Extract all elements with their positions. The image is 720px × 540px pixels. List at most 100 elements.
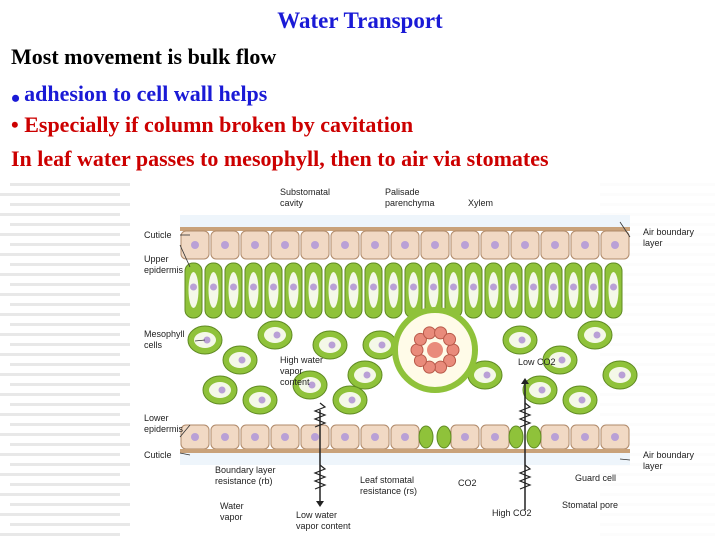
label-palisade-2: parenchyma	[385, 198, 435, 208]
nucleus	[551, 241, 559, 249]
nucleus	[221, 433, 229, 441]
nucleus	[350, 284, 357, 291]
nucleus	[559, 357, 566, 364]
nucleus	[274, 332, 281, 339]
label-high-water-1: High water	[280, 355, 323, 365]
label-upper-epidermis-2: epidermis	[144, 265, 184, 275]
point-cavitation: • Especially if column broken by cavitat…	[11, 112, 413, 138]
nucleus	[230, 284, 237, 291]
nucleus	[341, 241, 349, 249]
nucleus	[510, 284, 517, 291]
nucleus	[311, 241, 319, 249]
nucleus	[594, 332, 601, 339]
label-air-boundary-top-1: Air boundary	[643, 227, 695, 237]
guard-cell	[437, 426, 451, 448]
air-boundary-top	[180, 215, 630, 227]
nucleus	[371, 433, 379, 441]
label-mesophyll-2: cells	[144, 340, 163, 350]
label-cuticle-bottom: Cuticle	[144, 450, 172, 460]
nucleus	[290, 284, 297, 291]
label-upper-epidermis-1: Upper	[144, 254, 169, 264]
label-leaf-stomatal-1: Leaf stomatal	[360, 475, 414, 485]
label-mesophyll-1: Mesophyll	[144, 329, 185, 339]
point-adhesion-text: adhesion to cell wall helps	[24, 81, 267, 106]
label-co2: CO2	[458, 478, 477, 488]
leaf-cross-section-figure: Substomatal cavity Palisade parenchyma X…	[130, 175, 715, 540]
label-air-boundary-top-2: layer	[643, 238, 663, 248]
label-substomatal-2: cavity	[280, 198, 304, 208]
cuticle-top	[180, 227, 630, 231]
nucleus	[461, 433, 469, 441]
nucleus	[490, 284, 497, 291]
nucleus	[190, 284, 197, 291]
nucleus	[310, 284, 317, 291]
nucleus	[579, 397, 586, 404]
nucleus	[330, 284, 337, 291]
nucleus	[349, 397, 356, 404]
nucleus	[364, 372, 371, 379]
label-lower-epidermis-2: epidermis	[144, 424, 184, 434]
nucleus	[550, 284, 557, 291]
nucleus	[270, 284, 277, 291]
nucleus	[539, 387, 546, 394]
label-guard-cell: Guard cell	[575, 473, 616, 483]
nucleus	[239, 357, 246, 364]
nucleus	[370, 284, 377, 291]
nucleus	[491, 241, 499, 249]
nucleus	[611, 241, 619, 249]
nucleus	[551, 433, 559, 441]
nucleus	[491, 433, 499, 441]
nucleus	[191, 241, 199, 249]
xylem-vessel	[444, 333, 456, 345]
nucleus	[470, 284, 477, 291]
point-adhesion: •adhesion to cell wall helps	[11, 78, 267, 108]
nucleus	[570, 284, 577, 291]
nucleus	[590, 284, 597, 291]
guard-cell	[419, 426, 433, 448]
nucleus	[610, 284, 617, 291]
nucleus	[259, 397, 266, 404]
nucleus	[371, 241, 379, 249]
nucleus	[210, 284, 217, 291]
nucleus	[191, 433, 199, 441]
label-high-water-2: vapor	[280, 366, 303, 376]
label-high-water-3: content	[280, 377, 310, 387]
guard-cell	[527, 426, 541, 448]
label-boundary-resistance-1: Boundary layer	[215, 465, 276, 475]
nucleus	[379, 342, 386, 349]
label-high-co2: High CO2	[492, 508, 532, 518]
nucleus	[431, 241, 439, 249]
label-low-water-2: vapor content	[296, 521, 351, 531]
label-lower-epidermis-1: Lower	[144, 413, 169, 423]
label-cuticle-top: Cuticle	[144, 230, 172, 240]
nucleus	[219, 387, 226, 394]
nucleus	[581, 241, 589, 249]
label-air-boundary-bottom-1: Air boundary	[643, 450, 695, 460]
nucleus	[581, 433, 589, 441]
nucleus	[329, 342, 336, 349]
label-stomatal-pore: Stomatal pore	[562, 500, 618, 510]
nucleus	[251, 241, 259, 249]
label-boundary-resistance-2: resistance (rb)	[215, 476, 273, 486]
nucleus	[619, 372, 626, 379]
air-boundary-bottom	[180, 453, 630, 465]
nucleus	[251, 433, 259, 441]
point-bulk-flow: Most movement is bulk flow	[11, 44, 276, 70]
xylem-vessel	[435, 361, 447, 373]
nucleus	[390, 284, 397, 291]
nucleus	[450, 284, 457, 291]
nucleus	[410, 284, 417, 291]
nucleus	[611, 433, 619, 441]
cuticle-bottom	[180, 449, 630, 453]
nucleus	[519, 337, 526, 344]
nucleus	[221, 241, 229, 249]
nucleus	[430, 284, 437, 291]
label-leaf-stomatal-2: resistance (rs)	[360, 486, 417, 496]
label-air-boundary-bottom-2: layer	[643, 461, 663, 471]
slide-title: Water Transport	[0, 8, 720, 34]
label-low-co2: Low CO2	[518, 357, 556, 367]
label-substomatal-1: Substomatal	[280, 187, 330, 197]
nucleus	[530, 284, 537, 291]
nucleus	[311, 433, 319, 441]
nucleus	[401, 433, 409, 441]
